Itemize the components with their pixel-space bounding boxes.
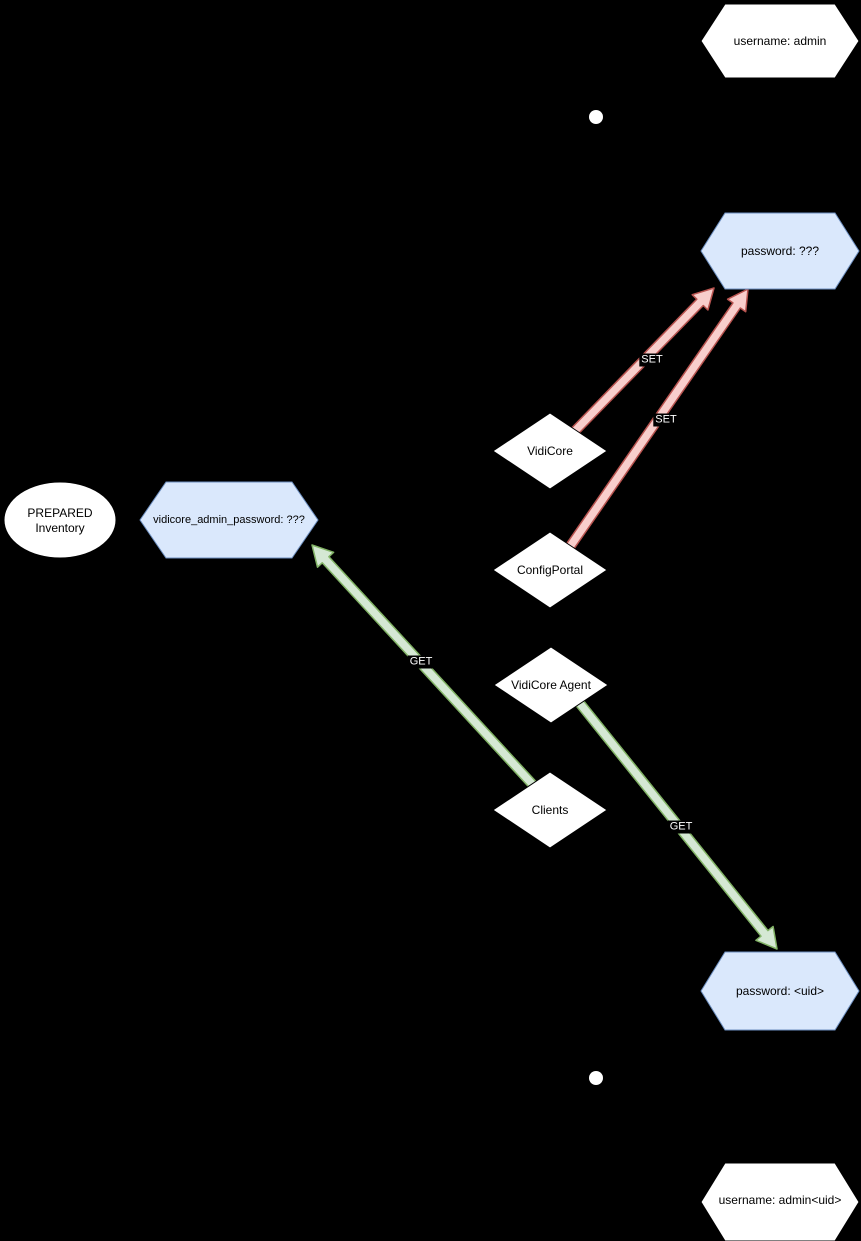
password-uid-label: password: <uid> [736, 984, 824, 998]
prepared-inventory-ellipse [3, 481, 117, 559]
password-unknown-hexagon [700, 212, 860, 290]
prepared-inventory-label-line2: Inventory [35, 521, 84, 535]
edge-label-set-vidicore: SET [639, 353, 665, 367]
vidicore-diamond [492, 412, 608, 490]
username-admin-hexagon [700, 3, 860, 79]
password-uid-hexagon [700, 951, 860, 1031]
password-unknown-label: password: ??? [741, 244, 819, 258]
edge-label-get-clients: GET [407, 655, 435, 669]
clients-diamond [492, 771, 608, 849]
node-prepared-inventory: PREPARED Inventory [3, 481, 117, 559]
node-vidicore: VidiCore [492, 412, 608, 490]
configportal-label: ConfigPortal [517, 563, 583, 577]
edge-label-set-configportal: SET [653, 413, 679, 427]
prepared-inventory-label-line1: PREPARED [27, 506, 92, 520]
clients-label: Clients [532, 803, 569, 817]
configportal-diamond [492, 531, 608, 609]
username-admin-uid-label: username: admin<uid> [719, 1193, 842, 1207]
vidicore-agent-diamond [493, 646, 609, 724]
node-username-admin-uid: username: admin<uid> [700, 1162, 860, 1241]
username-admin-label: username: admin [734, 34, 827, 48]
connector-dot-bottom [589, 1071, 603, 1085]
edge-label-get-vidicore-agent: GET [667, 820, 695, 834]
node-vidicore-admin-password: vidicore_admin_password: ??? [139, 481, 319, 559]
connector-dot-top [589, 110, 603, 124]
node-password-uid: password: <uid> [700, 951, 860, 1031]
vidicore-agent-label: VidiCore Agent [511, 678, 592, 692]
node-clients: Clients [492, 771, 608, 849]
node-password-unknown: password: ??? [700, 212, 860, 290]
username-admin-uid-hexagon [700, 1162, 860, 1241]
node-configportal: ConfigPortal [492, 531, 608, 609]
vidicore-label: VidiCore [527, 444, 573, 458]
vidicore-admin-password-label: vidicore_admin_password: ??? [153, 514, 305, 526]
vidicore-admin-password-hexagon [139, 481, 319, 559]
node-username-admin: username: admin [700, 3, 860, 79]
node-vidicore-agent: VidiCore Agent [493, 646, 609, 724]
